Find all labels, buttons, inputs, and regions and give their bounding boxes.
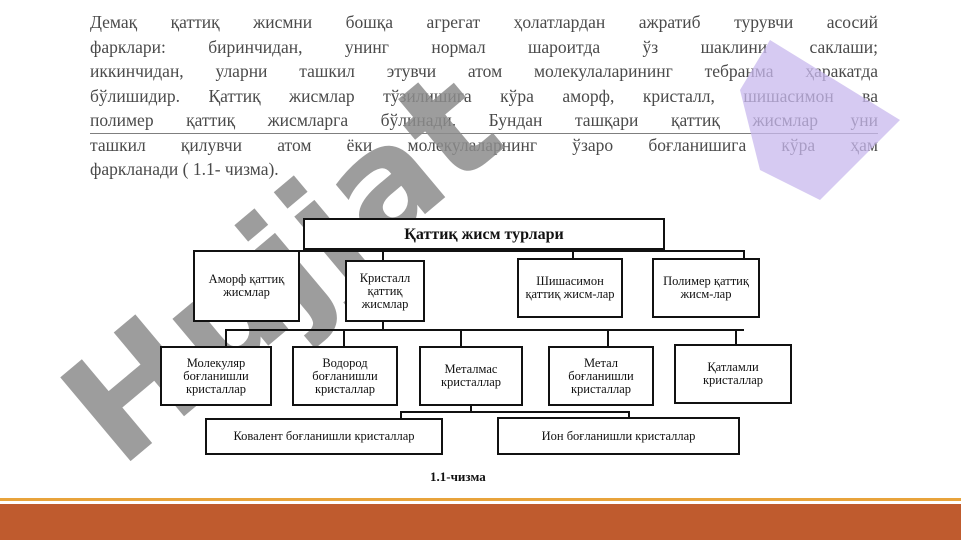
diagram-node-molecular: Молекуляр боғланишли кристаллар (160, 346, 272, 406)
paragraph-line: бўлишидир. Қаттиқ жисмлар тўзилишига кўр… (90, 85, 878, 106)
connector-line (382, 322, 384, 330)
paragraph-line: фаркланади ( 1.1- чизма). (90, 159, 279, 179)
connector-line (607, 329, 609, 347)
connector-line (735, 329, 737, 345)
connector-line (743, 250, 745, 260)
connector-line (460, 329, 462, 347)
diagram-node-polymer: Полимер қаттиқ жисм-лар (652, 258, 760, 318)
diagram-root-box: Қаттиқ жисм турлари (303, 218, 665, 250)
classification-diagram: Қаттиқ жисм турлари Аморф қаттиқ жисмлар… (160, 213, 805, 500)
paragraph-line: фарклари: биринчидан, унинг нормал шарои… (90, 36, 878, 57)
footer-bar (0, 504, 961, 540)
connector-line (225, 329, 227, 347)
connector-line (343, 329, 345, 347)
paragraph-line: Демақ қаттиқ жисмни бошқа агрегат ҳолатл… (90, 12, 878, 32)
connector-line (470, 406, 472, 412)
connector-line (628, 411, 630, 418)
diagram-node-ionic: Ион боғланишли кристаллар (497, 417, 740, 455)
paragraph-line: ташкил қилувчи атом ёки молекулаларнинг … (90, 134, 878, 155)
footer-stripe (0, 498, 961, 501)
diagram-node-metallic: Метал боғланишли кристаллар (548, 346, 654, 406)
diagram-node-hydrogen: Водород боғланишли кристаллар (292, 346, 398, 406)
connector-line (400, 411, 630, 413)
paragraph-line: иккинчидан, уларни ташкил этувчи атом мо… (90, 61, 878, 81)
connector-line (225, 329, 744, 331)
connector-line (382, 250, 384, 262)
body-paragraph: Демақ қаттиқ жисмни бошқа агрегат ҳолатл… (90, 10, 878, 182)
diagram-node-layered: Қатламли кристаллар (674, 344, 792, 404)
diagram-node-crystal: Кристалл қаттиқ жисмлар (345, 260, 425, 322)
paragraph-line: полимер қаттиқ жисмларга бўлинади. Бунда… (90, 110, 878, 130)
connector-line (400, 411, 402, 418)
diagram-caption: 1.1-чизма (430, 469, 486, 484)
connector-line (572, 250, 574, 260)
diagram-node-nonmetal: Металмас кристаллар (419, 346, 523, 406)
diagram-node-covalent: Ковалент боғланишли кристаллар (205, 418, 443, 455)
diagram-node-amorphous: Аморф қаттиқ жисмлар (193, 250, 300, 322)
underline-rule (90, 133, 878, 134)
diagram-node-glassy: Шишасимон қаттиқ жисм-лар (517, 258, 623, 318)
connector-line (250, 250, 745, 252)
